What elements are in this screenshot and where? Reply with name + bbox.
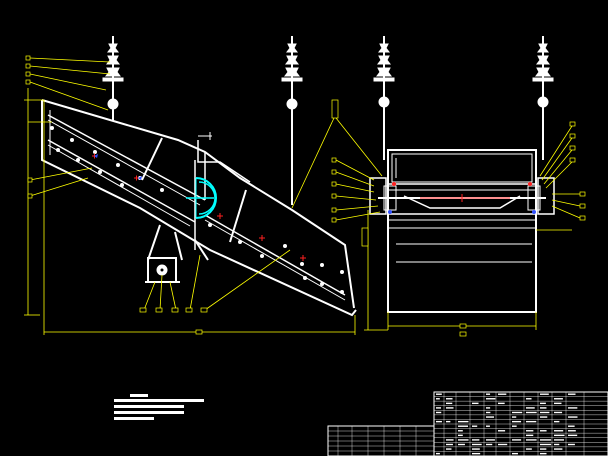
title-block-text-glyph [498, 443, 508, 446]
title-block-text-glyph [458, 420, 469, 423]
title-block-text-glyph [526, 439, 537, 441]
title-block-text-glyph [540, 402, 546, 405]
title-block-text-glyph [458, 434, 463, 437]
dimension-lines-side [24, 88, 356, 335]
title-block-text-glyph [554, 420, 560, 423]
title-block-text-glyph [526, 434, 534, 437]
title-block-text-glyph [526, 448, 532, 450]
title-block-text-glyph [446, 402, 453, 405]
title-block-text-glyph [486, 411, 491, 414]
title-block-text-glyph [554, 430, 564, 432]
suspension-rod-end-right [532, 36, 554, 160]
bolt-markers-side [50, 126, 344, 294]
title-block-text-glyph [568, 443, 575, 446]
title-block-text-glyph [458, 443, 465, 446]
title-block-text-glyph [554, 411, 563, 414]
title-block-text-glyph [472, 443, 482, 446]
title-block-text-glyph [498, 402, 505, 405]
suspension-rod-left [102, 36, 124, 120]
title-block-text-glyph [512, 411, 523, 414]
title-block-text-glyph [486, 407, 491, 409]
title-block-text-glyph [540, 443, 552, 446]
title-block-text-glyph [526, 407, 535, 409]
title-block-text-glyph [446, 407, 454, 409]
title-block-text-glyph [486, 443, 493, 446]
title-block-text-glyph [486, 416, 495, 418]
title-block-text-glyph [472, 452, 481, 455]
title-block-text-glyph [486, 439, 495, 441]
title-block-text-glyph [512, 452, 518, 455]
title-block-text-glyph [526, 430, 534, 432]
end-frame [369, 149, 555, 313]
title-block-text-glyph [486, 425, 490, 427]
title-block-text-glyph [526, 420, 537, 423]
title-block-text-glyph [446, 443, 453, 446]
title-block-text-glyph [436, 393, 442, 395]
title-block-text-glyph [554, 439, 565, 441]
title-block-text-glyph [540, 411, 550, 414]
title-block-text-glyph [540, 452, 547, 455]
center-marks-side [92, 153, 306, 261]
title-block-text-glyph [568, 434, 578, 437]
leaders-side [25, 55, 335, 313]
title-block-text-glyph [568, 416, 578, 418]
title-block-text-glyph [568, 393, 576, 395]
title-block-text-glyph [436, 411, 442, 414]
title-block-text-glyph [554, 398, 563, 400]
title-block-text-glyph [486, 398, 496, 400]
title-block-text-glyph [554, 443, 560, 446]
title-block-text-glyph [540, 430, 547, 432]
title-block-text-glyph [540, 416, 548, 418]
suspension-rod-end-left [373, 36, 395, 160]
title-block-text-glyph [436, 420, 442, 423]
title-block-text-glyph [498, 393, 507, 395]
leaders-end [331, 99, 586, 247]
title-block-text-glyph [436, 407, 442, 409]
title-block-text-glyph [540, 407, 547, 409]
title-block-text-glyph [512, 425, 517, 427]
title-block-text-glyph [436, 398, 440, 400]
title-block-text-glyph [568, 425, 575, 427]
title-block-text-glyph [526, 398, 532, 400]
title-block-text-glyph [512, 416, 517, 418]
suspension-rod-right [281, 36, 303, 205]
title-block-text-glyph [498, 430, 506, 432]
screen-box-body [41, 99, 357, 317]
title-block-text-glyph [568, 407, 578, 409]
title-block-text-glyph [446, 398, 453, 400]
title-block [327, 391, 608, 456]
title-block-text-glyph [540, 439, 552, 441]
title-block-text-glyph [446, 439, 454, 441]
title-block-text-glyph [472, 425, 478, 427]
title-block-text-glyph [540, 393, 549, 395]
title-block-text-glyph [512, 420, 522, 423]
title-block-text-glyph [458, 439, 469, 441]
title-block-text-glyph [446, 448, 452, 450]
side-elevation-view [24, 36, 357, 335]
title-block-text-glyph [472, 402, 479, 405]
technical-notes [114, 394, 204, 420]
title-block-text-glyph [568, 430, 576, 432]
title-block-text-glyph [540, 448, 547, 450]
title-block-text-glyph [554, 402, 562, 405]
title-block-text-glyph [526, 411, 537, 414]
exciter-motor [186, 177, 217, 219]
title-block-text-glyph [512, 439, 522, 441]
title-block-text-glyph [472, 439, 480, 441]
title-block-text-glyph [554, 448, 563, 450]
title-block-text-glyph [436, 452, 440, 455]
dimension-lines-end [364, 210, 537, 337]
title-block-text-glyph [458, 430, 463, 432]
end-elevation-view [331, 36, 586, 337]
title-block-text-glyph [554, 434, 565, 437]
title-block-text-glyph [486, 393, 491, 395]
support-spring-seat [145, 257, 180, 283]
title-block-text-glyph [472, 448, 480, 450]
title-block-text-glyph [446, 420, 451, 423]
title-block-text-glyph [458, 425, 469, 427]
